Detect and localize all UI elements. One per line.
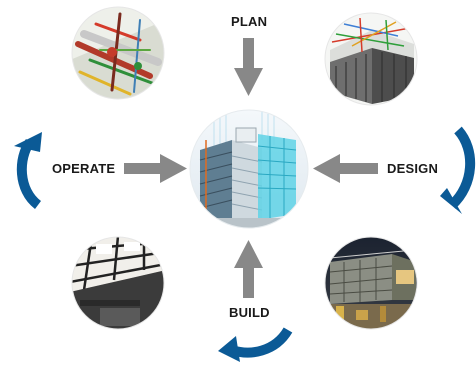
arrow-from-plan bbox=[234, 38, 263, 96]
cycle-arrow-right bbox=[440, 126, 475, 214]
design-label: DESIGN bbox=[387, 161, 439, 176]
central-bim-image bbox=[190, 110, 308, 228]
plan-label: PLAN bbox=[231, 14, 268, 29]
build-construction-image bbox=[325, 237, 417, 329]
operate-interior-image bbox=[72, 237, 164, 329]
cycle-arrow-bottom bbox=[218, 327, 293, 362]
arrow-from-design bbox=[313, 154, 378, 183]
arrow-from-operate bbox=[124, 154, 187, 183]
design-structural-image bbox=[325, 13, 417, 105]
plan-mep-image bbox=[72, 7, 164, 99]
arrow-from-build bbox=[234, 240, 263, 298]
cycle-arrow-left bbox=[14, 132, 42, 209]
build-label: BUILD bbox=[229, 305, 270, 320]
operate-label: OPERATE bbox=[52, 161, 116, 176]
